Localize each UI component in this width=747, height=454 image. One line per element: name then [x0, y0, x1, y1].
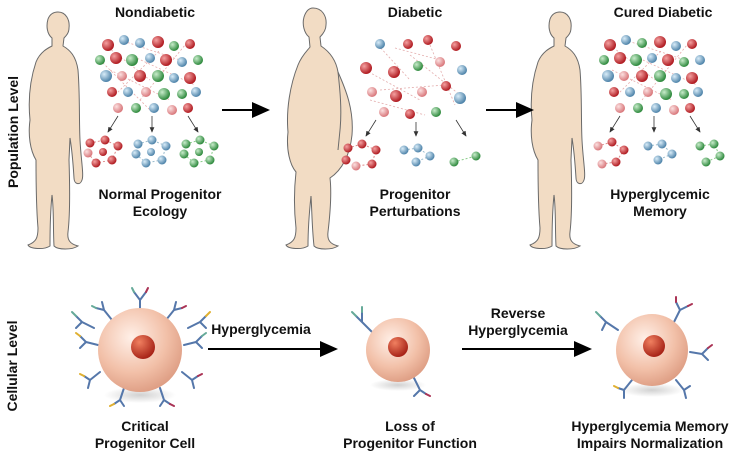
- cell-critical-progenitor: [71, 287, 211, 407]
- cell-loss-of-function: [351, 306, 431, 397]
- caption-line: Progenitor Cell: [94, 435, 196, 451]
- network-diabetic: [341, 35, 481, 171]
- caption-line: Loss of: [385, 418, 435, 434]
- panel-title-nondiabetic: Nondiabetic: [114, 4, 196, 20]
- caption-line: Impairs Normalization: [576, 435, 724, 451]
- panel-title-diabetic: Diabetic: [387, 4, 443, 20]
- caption-line: Progenitor: [379, 186, 451, 202]
- caption-hyperglycemic-memory: Hyperglycemic Memory: [600, 186, 720, 220]
- network-nondiabetic: [83, 35, 219, 168]
- caption-line: Hyperglycemia Memory: [571, 418, 729, 434]
- subcluster-blue: [131, 135, 171, 168]
- subcluster-blue: [399, 143, 435, 167]
- caption-progenitor-perturbations: Progenitor Perturbations: [355, 186, 475, 220]
- arrow-label-hyperglycemia: Hyperglycemia: [211, 321, 311, 337]
- caption-normal-progenitor-ecology: Normal Progenitor Ecology: [90, 186, 230, 220]
- caption-critical-progenitor-cell: Critical Progenitor Cell: [80, 418, 210, 452]
- subcluster-green: [449, 151, 481, 167]
- row-label-population: Population Level: [5, 76, 21, 189]
- caption-loss-of-progenitor-function: Loss of Progenitor Function: [330, 418, 490, 452]
- caption-line: Progenitor Function: [343, 435, 477, 451]
- caption-line: Normal Progenitor: [98, 186, 222, 202]
- subcluster-red: [83, 135, 123, 168]
- arrow-label-line: Reverse: [490, 305, 546, 321]
- caption-line: Critical: [121, 418, 169, 434]
- cell-hyperglycemia-memory: [595, 296, 713, 399]
- silhouette-diabetic: [285, 7, 353, 250]
- network-cured-diabetic: [593, 35, 725, 169]
- subcluster-green: [179, 135, 219, 168]
- caption-line: Ecology: [132, 203, 188, 219]
- caption-line: Perturbations: [369, 203, 461, 219]
- subcluster-red: [341, 139, 381, 171]
- silhouette-nondiabetic: [27, 11, 84, 250]
- silhouette-cured-diabetic: [529, 11, 586, 250]
- subcluster-green: [695, 139, 725, 167]
- caption-hyperglycemia-memory-impairs: Hyperglycemia Memory Impairs Normalizati…: [560, 418, 740, 452]
- subcluster-red: [593, 137, 629, 169]
- arrow-label-line: Hyperglycemia: [468, 322, 568, 338]
- row-label-cellular: Cellular Level: [4, 320, 20, 412]
- panel-title-cured-diabetic: Cured Diabetic: [613, 4, 713, 20]
- caption-line: Memory: [633, 203, 687, 219]
- subcluster-blue: [643, 139, 677, 165]
- caption-line: Hyperglycemic: [610, 186, 710, 202]
- arrow-label-reverse-hyperglycemia: Reverse Hyperglycemia: [458, 305, 578, 339]
